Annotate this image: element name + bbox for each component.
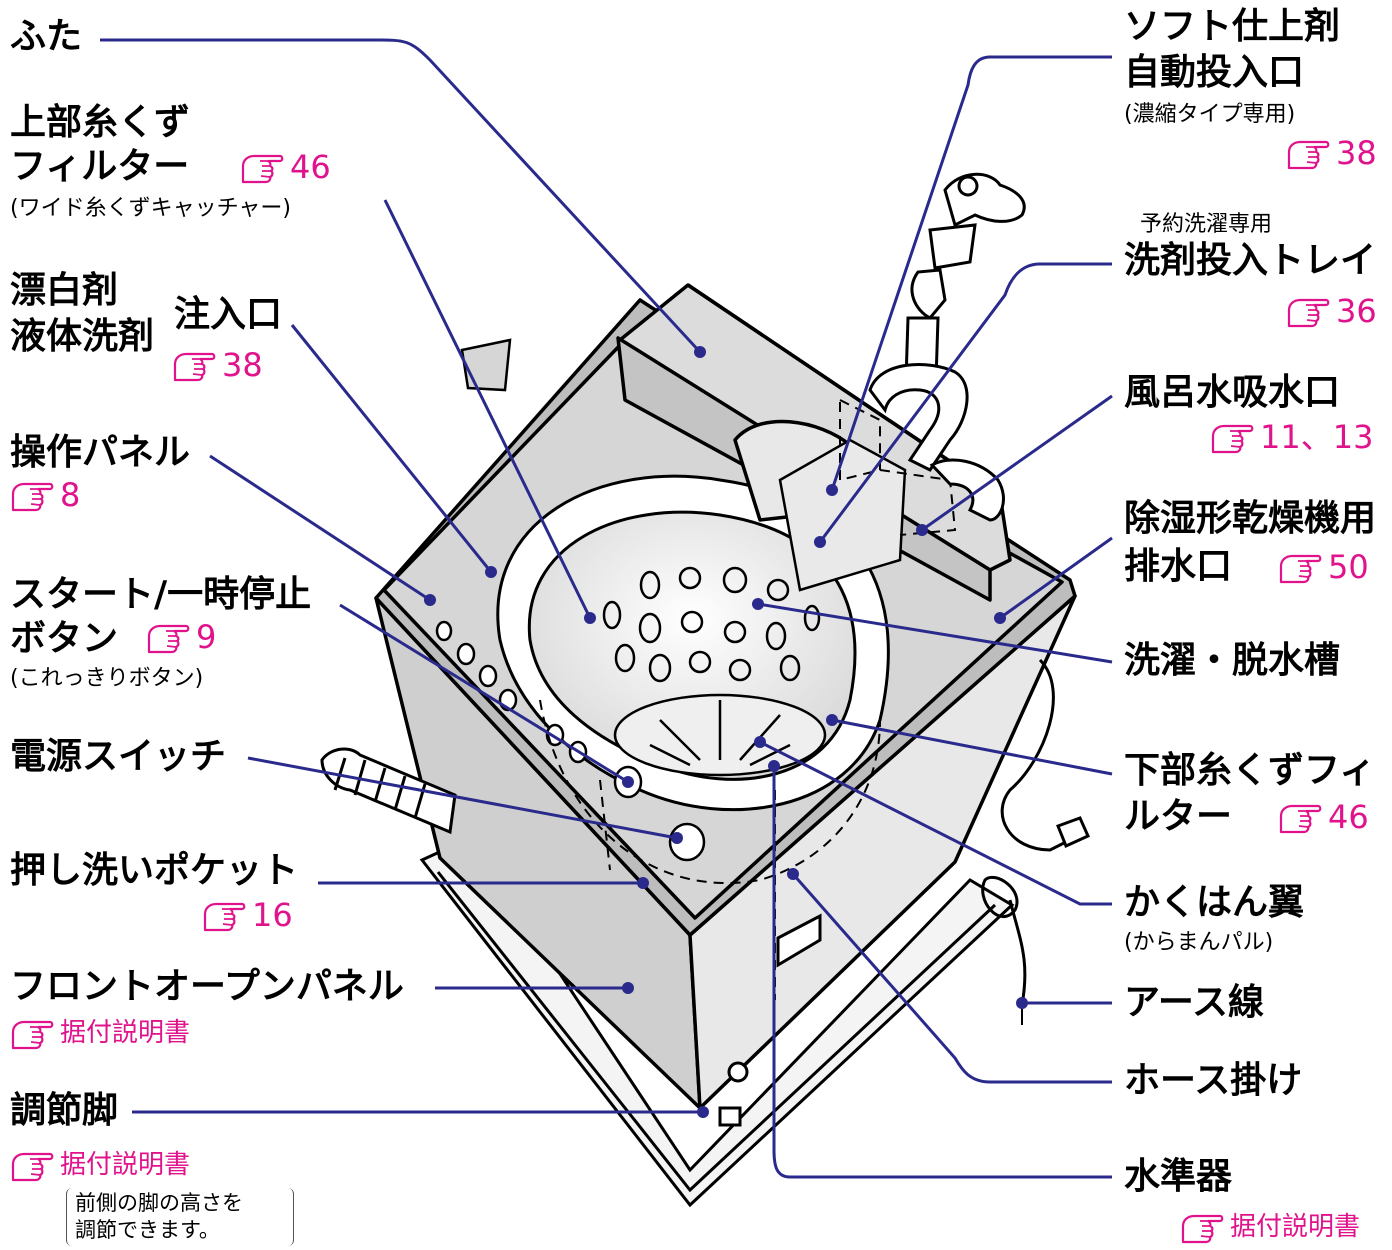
pointing-hand-icon bbox=[1287, 140, 1330, 170]
leader-futa bbox=[100, 38, 702, 354]
label-liquid-detergent: 液体洗剤 bbox=[10, 316, 155, 357]
faucet-and-hose bbox=[868, 172, 1026, 522]
label-dehumid-drain-1: 除湿形乾燥機用 bbox=[1124, 498, 1377, 539]
leader-lines bbox=[100, 38, 1113, 1179]
label-power-switch: 電源スイッチ bbox=[10, 736, 227, 777]
pointing-hand-icon bbox=[1279, 554, 1322, 584]
ref-bath-water-page: 11、13 bbox=[1260, 418, 1374, 456]
ref-control-panel[interactable]: 8 bbox=[10, 478, 80, 512]
ref-softener[interactable]: 38 bbox=[1286, 136, 1377, 170]
leader-bath-water bbox=[921, 394, 1113, 532]
label-futa: ふた bbox=[10, 16, 83, 57]
ref-start-stop-page: 9 bbox=[196, 618, 217, 656]
pointing-hand-icon bbox=[11, 482, 54, 512]
leader-upper-filter bbox=[383, 199, 592, 619]
leader-inlet bbox=[290, 324, 493, 573]
front-details bbox=[718, 913, 822, 1127]
label-tub: 洗濯・脱水槽 bbox=[1124, 640, 1341, 681]
pointing-hand-icon bbox=[1279, 804, 1322, 834]
leader-tray bbox=[818, 262, 1112, 543]
label-lower-filter-2: ルター bbox=[1124, 796, 1233, 837]
ref-softener-page: 38 bbox=[1336, 134, 1377, 172]
ref-adjust-leg[interactable]: 据付説明書 bbox=[10, 1148, 190, 1182]
ref-inlet-page: 38 bbox=[222, 346, 263, 384]
detergent-tray bbox=[778, 438, 907, 592]
leader-hose-hook bbox=[791, 873, 1112, 1084]
power-cord bbox=[981, 658, 1090, 1006]
pointing-hand-icon bbox=[11, 1152, 54, 1182]
ref-lower-filter[interactable]: 46 bbox=[1278, 800, 1369, 834]
ref-control-panel-page: 8 bbox=[60, 476, 81, 514]
note-line-2: 調節できます。 bbox=[75, 1218, 220, 1242]
leader-dots bbox=[424, 346, 1028, 1118]
label-start-stop-sub: (これっきりボタン) bbox=[10, 666, 204, 691]
label-dehumid-drain-2: 排水口 bbox=[1124, 546, 1233, 587]
leader-dehumid-drain bbox=[999, 536, 1113, 620]
pointing-hand-icon bbox=[147, 624, 190, 654]
ref-front-open-panel[interactable]: 据付説明書 bbox=[10, 1016, 190, 1050]
ref-bath-water[interactable]: 11、13 bbox=[1210, 420, 1373, 454]
label-tray: 洗剤投入トレイ bbox=[1124, 240, 1377, 281]
label-bleach: 漂白剤 bbox=[10, 270, 119, 311]
pointing-hand-icon bbox=[203, 902, 246, 932]
ref-level[interactable]: 据付説明書 bbox=[1180, 1210, 1360, 1244]
control-panel-buttons bbox=[435, 338, 706, 862]
pointing-hand-icon bbox=[1287, 298, 1330, 328]
label-pulsator-sub: (からまんパル) bbox=[1124, 930, 1274, 955]
ref-upper-filter-page: 46 bbox=[290, 148, 331, 186]
tub-opening bbox=[496, 474, 890, 812]
leader-lower-filter bbox=[831, 718, 1113, 776]
ref-lower-filter-page: 46 bbox=[1328, 798, 1369, 836]
ref-inlet[interactable]: 38 bbox=[172, 348, 263, 382]
pointing-hand-icon bbox=[1211, 424, 1254, 454]
note-line-1: 前側の脚の高さを bbox=[75, 1191, 243, 1215]
ref-level-page: 据付説明書 bbox=[1230, 1212, 1361, 1242]
ref-start-stop[interactable]: 9 bbox=[146, 620, 216, 654]
pointing-hand-icon bbox=[1181, 1214, 1224, 1244]
label-softener-sub: (濃縮タイプ専用) bbox=[1124, 102, 1296, 127]
leader-start-stop bbox=[339, 603, 629, 784]
leader-power-switch bbox=[247, 756, 678, 840]
label-ground-wire: アース線 bbox=[1124, 982, 1265, 1023]
ref-dehumid-drain[interactable]: 50 bbox=[1278, 550, 1369, 584]
label-start-stop-2: ボタン bbox=[10, 618, 119, 659]
label-front-open-panel: フロントオープンパネル bbox=[10, 966, 404, 1007]
label-pulsator: かくはん翼 bbox=[1124, 882, 1305, 923]
label-upper-filter-1: 上部糸くず bbox=[10, 102, 191, 143]
label-softener-2: 自動投入口 bbox=[1124, 52, 1305, 93]
label-hose-hook: ホース掛け bbox=[1124, 1060, 1303, 1101]
label-level: 水準器 bbox=[1124, 1156, 1233, 1197]
leader-pulsator bbox=[759, 740, 1112, 906]
ref-front-open-panel-page: 据付説明書 bbox=[60, 1018, 191, 1048]
ref-tray[interactable]: 36 bbox=[1286, 294, 1377, 328]
pointing-hand-icon bbox=[11, 1020, 54, 1050]
label-start-stop-1: スタート/一時停止 bbox=[10, 574, 312, 615]
leader-control-panel bbox=[209, 454, 431, 602]
ref-upper-filter[interactable]: 46 bbox=[240, 150, 331, 184]
ref-push-wash-pocket[interactable]: 16 bbox=[202, 898, 293, 932]
label-softener-1: ソフト仕上剤 bbox=[1124, 6, 1341, 47]
pointing-hand-icon bbox=[241, 154, 284, 184]
ref-tray-page: 36 bbox=[1336, 292, 1377, 330]
label-push-wash-pocket: 押し洗いポケット bbox=[10, 850, 299, 891]
label-upper-filter-2: フィルター bbox=[10, 146, 190, 187]
label-upper-filter-sub: (ワイド糸くずキャッチャー) bbox=[10, 196, 291, 221]
label-bath-water: 風呂水吸水口 bbox=[1124, 372, 1341, 413]
label-lower-filter-1: 下部糸くずフィ bbox=[1124, 750, 1376, 791]
leader-softener bbox=[830, 55, 1112, 491]
ref-push-wash-pocket-page: 16 bbox=[252, 896, 293, 934]
ref-dehumid-drain-page: 50 bbox=[1328, 548, 1369, 586]
label-control-panel: 操作パネル bbox=[10, 432, 191, 473]
leader-level bbox=[772, 766, 1112, 1179]
label-tray-pre: 予約洗濯専用 bbox=[1140, 212, 1273, 237]
leader-tub bbox=[757, 602, 1113, 664]
label-inlet: 注入口 bbox=[174, 294, 283, 335]
label-adjust-leg: 調節脚 bbox=[10, 1090, 119, 1131]
ref-adjust-leg-page: 据付説明書 bbox=[60, 1150, 191, 1180]
adjust-leg-note: 前側の脚の高さを 調節できます。 bbox=[66, 1188, 294, 1246]
pointing-hand-icon bbox=[173, 352, 216, 382]
